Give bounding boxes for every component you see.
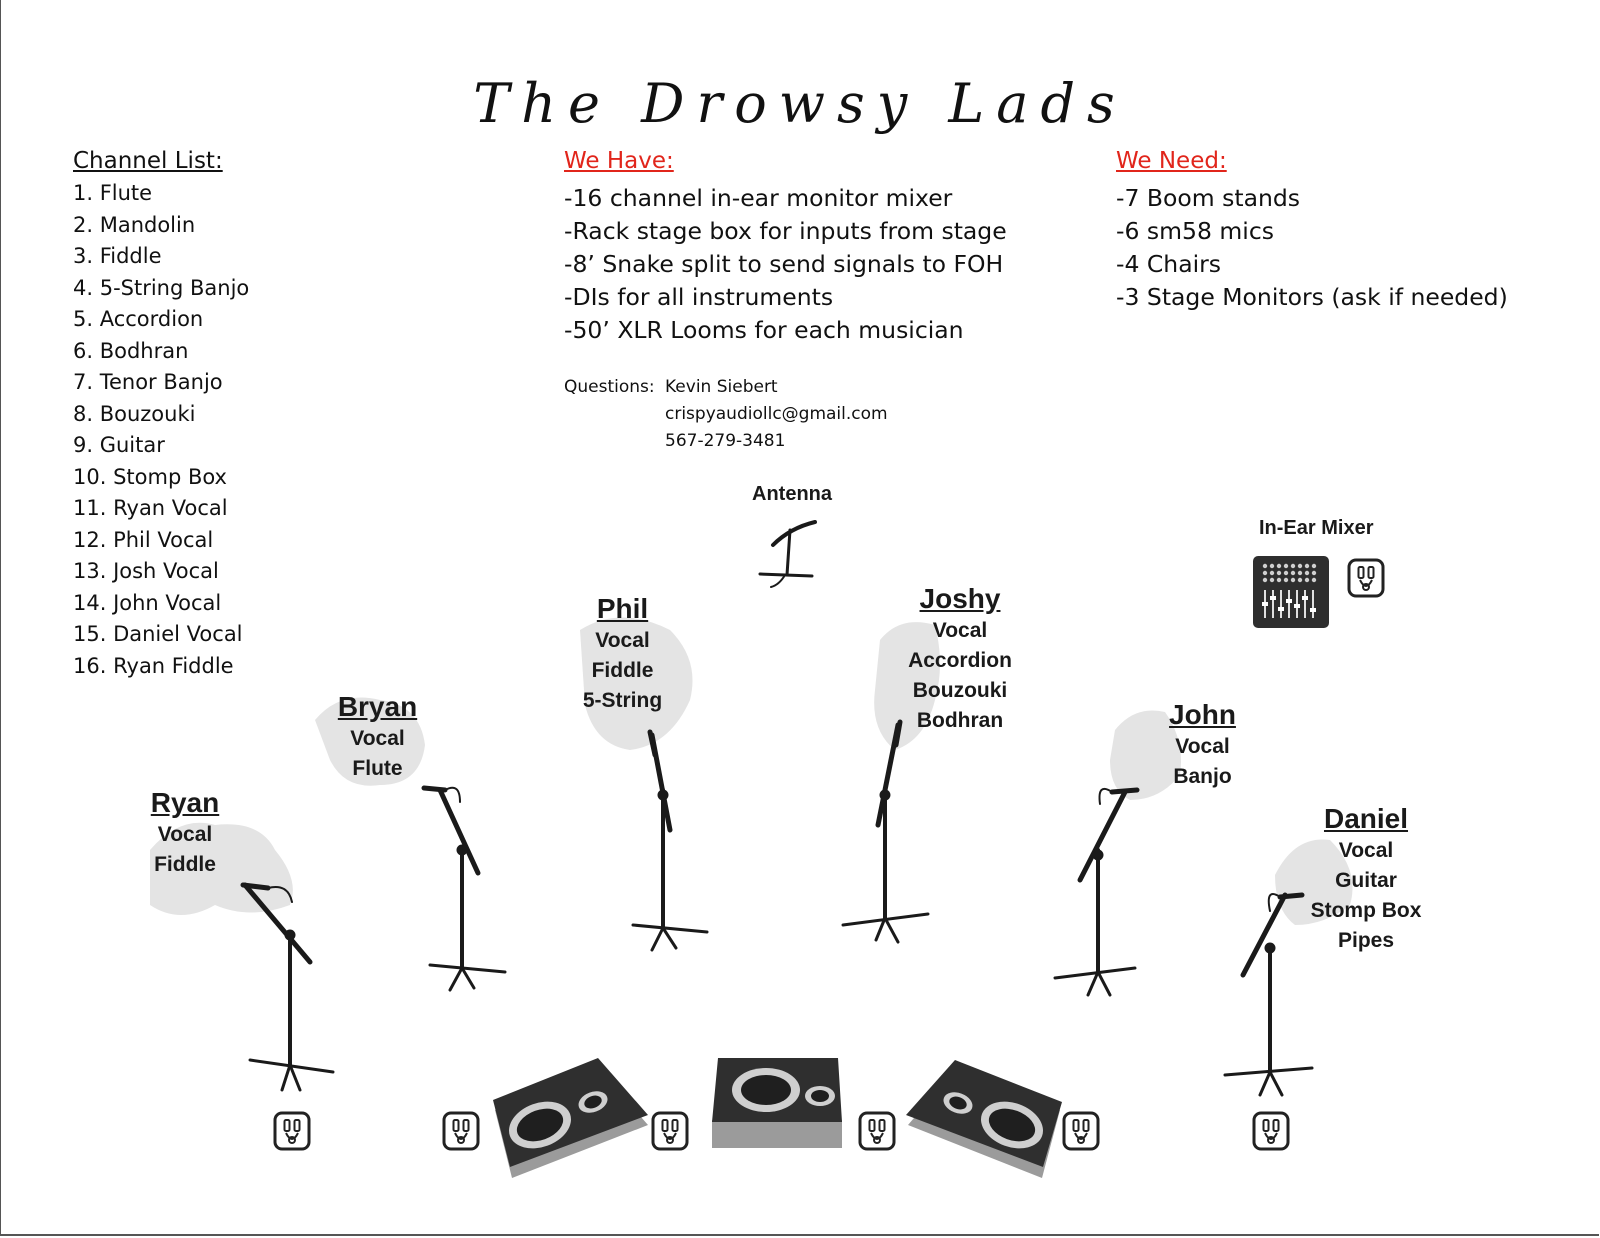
we-have-item: -DIs for all instruments [564, 283, 834, 311]
we-have-item: -8’ Snake split to send signals to FOH [564, 250, 1004, 278]
channel-item: 5. Accordion [73, 307, 204, 331]
musician-phil: Phil Vocal Fiddle 5-String [570, 592, 675, 716]
musician-name: Ryan [150, 787, 220, 818]
power-outlet-icon [273, 1111, 311, 1151]
silhouettes [150, 617, 1353, 925]
silhouette-ryan [150, 822, 293, 915]
contact-email: crispyaudiollc@gmail.com [665, 404, 888, 424]
monitor-left [493, 1058, 648, 1178]
silhouette-phil [580, 617, 693, 750]
power-outlet-icon [1062, 1111, 1100, 1151]
silhouette-john [1110, 710, 1181, 800]
power-outlet-icon [1347, 558, 1385, 598]
musician-role: Accordion [908, 649, 1012, 672]
musician-role: Pipes [1337, 929, 1395, 952]
musician-daniel: Daniel Vocal Guitar Stomp Box Pipes [1296, 802, 1436, 956]
musician-role: Vocal [1338, 839, 1394, 862]
musician-bryan: Bryan Vocal Flute [320, 690, 435, 784]
antenna-label: Antenna [752, 483, 832, 505]
musician-name: John [1169, 699, 1236, 730]
musician-role: Banjo [1173, 765, 1232, 788]
channel-item: 12. Phil Vocal [73, 527, 214, 552]
silhouette-daniel [1275, 839, 1353, 925]
monitor-right [906, 1060, 1062, 1178]
mic-stand-joshy [841, 719, 930, 944]
contact-name: Kevin Siebert [665, 377, 778, 397]
contact-label: Questions: [564, 377, 655, 397]
silhouette-bryan [315, 697, 425, 786]
musician-name: Phil [596, 593, 649, 624]
we-have-item: -Rack stage box for inputs from stage [564, 217, 1007, 245]
musician-role: Bodhran [916, 709, 1004, 732]
musician-name: Daniel [1323, 803, 1409, 834]
channel-item: 13. Josh Vocal [73, 559, 219, 583]
mic-stand-john [1053, 787, 1140, 997]
antenna-icon [758, 520, 817, 588]
we-have-item: -16 channel in-ear monitor mixer [564, 184, 953, 212]
channel-item: 16. Ryan Fiddle [73, 653, 234, 678]
we-need-list: -7 Boom stands -6 sm58 mics -4 Chairs -3… [1116, 182, 1508, 314]
band-title: The Drowsy Lads [473, 72, 1127, 135]
channel-item: 3. Fiddle [73, 244, 162, 268]
musician-role: Vocal [1175, 735, 1230, 758]
stage-monitors [493, 1058, 1062, 1178]
channel-item: 14. John Vocal [73, 590, 222, 615]
we-have-list: -16 channel in-ear monitor mixer -Rack s… [564, 182, 1007, 347]
musician-name: Joshy [919, 583, 1001, 614]
musician-role: Vocal [350, 727, 405, 750]
power-outlet-icon [858, 1111, 896, 1151]
musician-joshy: Joshy Vocal Accordion Bouzouki Bodhran [895, 582, 1025, 736]
musician-role: Fiddle [591, 659, 654, 682]
channel-item: 9. Guitar [73, 433, 165, 457]
musician-john: John Vocal Banjo [1150, 698, 1255, 792]
we-need-item: -3 Stage Monitors (ask if needed) [1116, 283, 1508, 311]
musician-role: Fiddle [154, 853, 216, 876]
we-have-item: -50’ XLR Looms for each musician [564, 316, 964, 344]
channel-item: 10. Stomp Box [73, 464, 227, 489]
mic-stand-ryan [240, 882, 335, 1092]
channel-item: 2. Mandolin [73, 212, 196, 237]
mic-stand-phil [631, 729, 709, 952]
power-outlet-icon [1252, 1111, 1290, 1151]
channel-item: 6. Bodhran [73, 338, 189, 363]
contact-phone: 567-279-3481 [665, 431, 786, 451]
we-need-item: -6 sm58 mics [1116, 217, 1274, 245]
channel-item: 11. Ryan Vocal [73, 496, 228, 520]
power-outlets [273, 558, 1385, 1151]
musician-role: Bouzouki [912, 679, 1008, 702]
musician-role: Stomp Box [1310, 899, 1422, 922]
channel-item: 8. Bouzouki [73, 401, 196, 426]
musician-role: Vocal [932, 619, 988, 642]
channel-item: 4. 5-String Banjo [73, 275, 250, 300]
channel-list: 1. Flute 2. Mandolin 3. Fiddle 4. 5-Stri… [73, 178, 249, 682]
musician-role: Vocal [595, 629, 650, 652]
mic-stand-bryan [421, 785, 507, 992]
channel-item: 7. Tenor Banjo [73, 370, 223, 394]
monitor-center [712, 1058, 842, 1148]
we-need-item: -4 Chairs [1116, 250, 1222, 278]
in-ear-mixer-label: In-Ear Mixer [1259, 517, 1374, 539]
musician-role: Vocal [157, 823, 213, 846]
musician-role: Guitar [1335, 869, 1397, 892]
musician-name: Bryan [337, 691, 418, 722]
musician-role: 5-String [582, 689, 663, 712]
power-outlet-icon [442, 1111, 480, 1151]
we-have-heading: We Have: [564, 148, 674, 174]
mixer-icon [1253, 556, 1329, 628]
mic-stand-daniel [1223, 892, 1314, 1097]
channel-item: 15. Daniel Vocal [73, 622, 243, 646]
musician-ryan: Ryan Vocal Fiddle [130, 786, 240, 880]
channel-item: 1. Flute [73, 181, 153, 205]
mic-stands [240, 719, 1314, 1097]
channel-list-heading: Channel List: [73, 148, 223, 174]
we-need-heading: We Need: [1116, 148, 1227, 174]
we-need-item: -7 Boom stands [1116, 184, 1301, 212]
musician-role: Flute [352, 757, 403, 780]
power-outlet-icon [651, 1111, 689, 1151]
silhouette-joshy [874, 622, 940, 750]
